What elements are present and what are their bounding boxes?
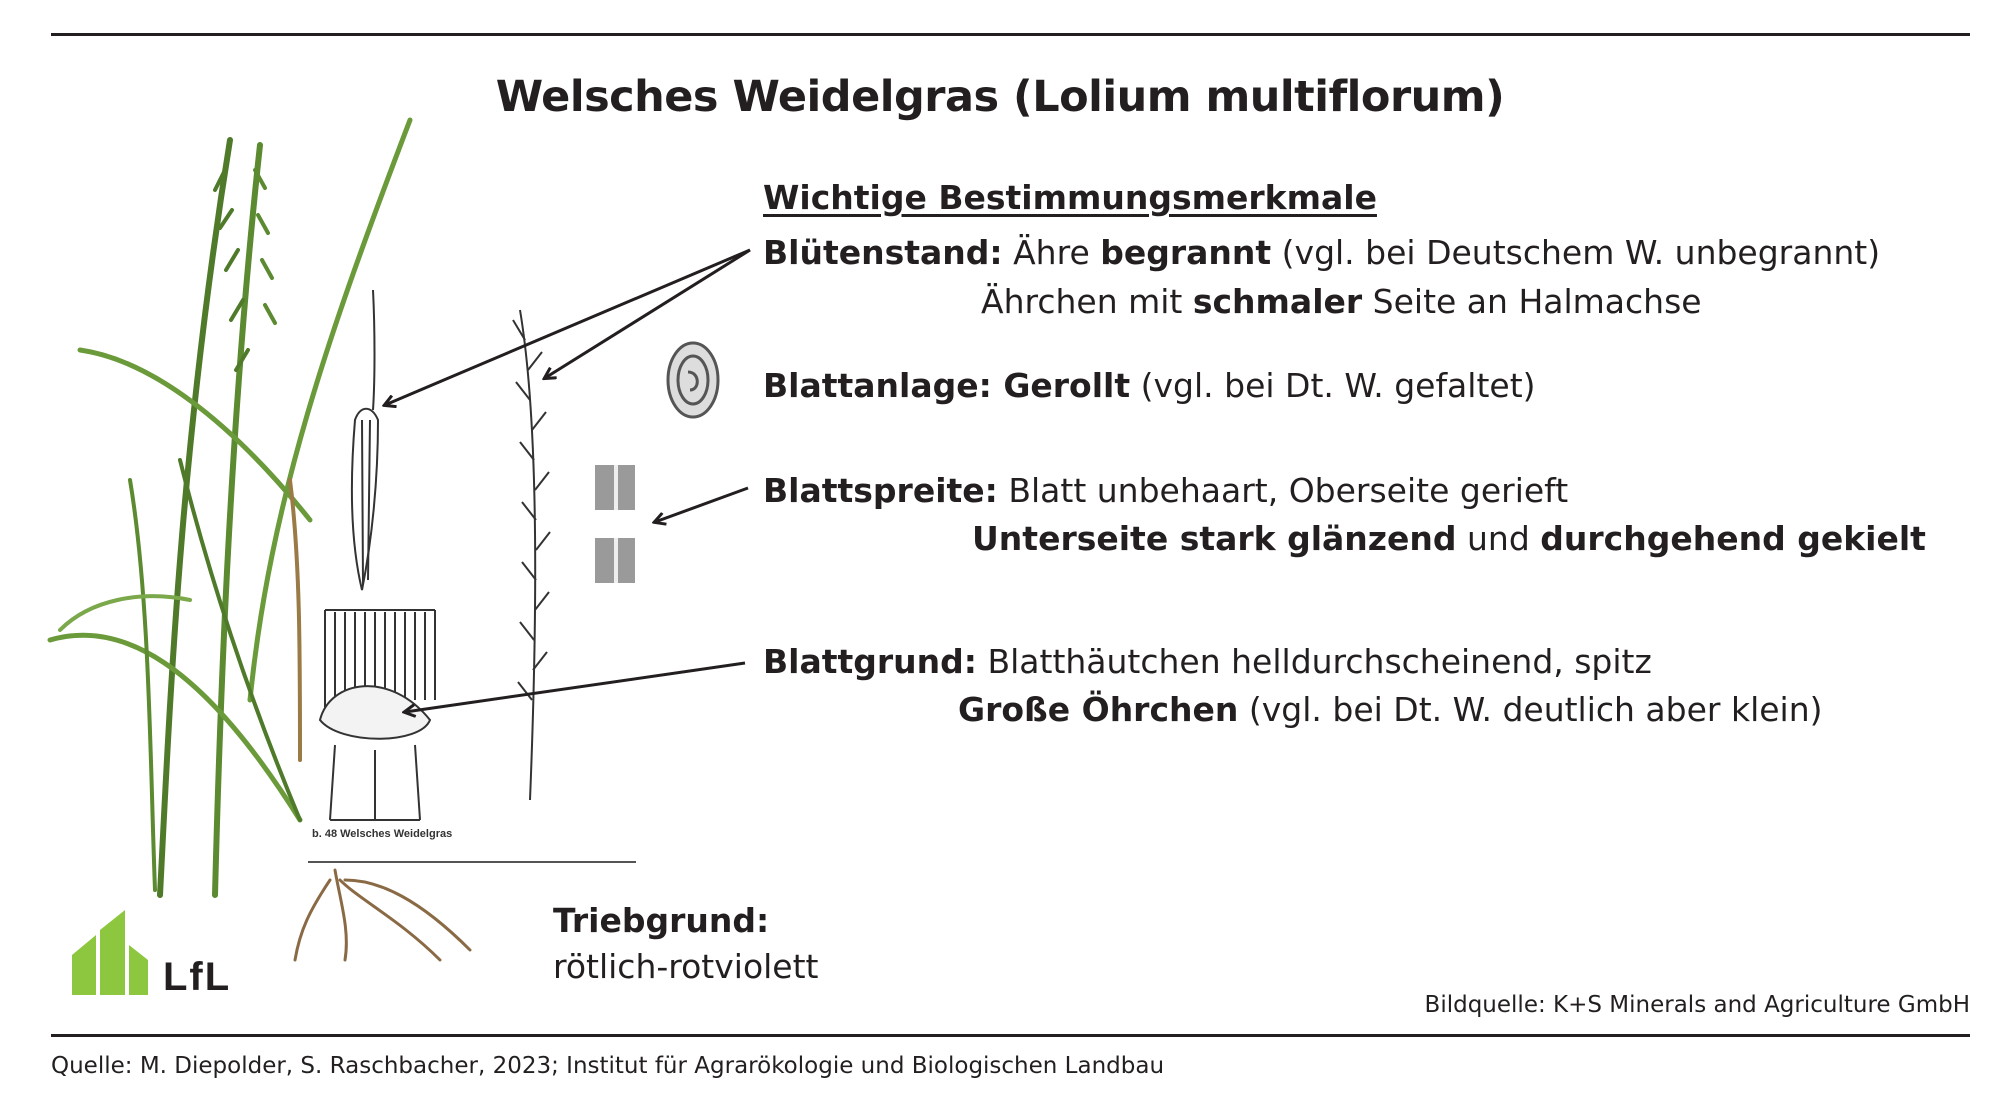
spike-icon [512, 309, 551, 801]
bluetenstand-line-2: Ährchen mit schmaler Seite an Halmachse [981, 282, 1702, 321]
bottom-rule [51, 1034, 1970, 1037]
lfl-logo-icon [72, 910, 148, 995]
blattgrund-label: Blattgrund: [763, 642, 977, 681]
triebgrund-block: Triebgrund: rötlich-rotviolett [553, 898, 818, 990]
bluetenstand-label: Blütenstand: [763, 233, 1003, 272]
blattanlage-label: Blattanlage: [763, 366, 992, 405]
page-title: Welsches Weidelgras (Lolium multiflorum) [495, 72, 1505, 122]
annotation-arrows [385, 248, 751, 712]
grass-plant-icon [47, 117, 472, 962]
lfl-logo-text: LfL [163, 955, 232, 999]
triebgrund-value: rötlich-rotviolett [553, 947, 819, 986]
leaf-base-icon [318, 609, 436, 821]
blattanlage-line: Blattanlage: Gerollt (vgl. bei Dt. W. ge… [763, 366, 1536, 405]
blattspreite-line-1: Blattspreite: Blatt unbehaart, Oberseite… [763, 471, 1569, 510]
blattgrund-line-1: Blattgrund: Blatthäutchen helldurchschei… [763, 642, 1652, 681]
blattspreite-label: Blattspreite: [763, 471, 998, 510]
leaf-blade-icon [595, 465, 635, 583]
blattspreite-line-2: Unterseite stark glänzend und durchgehen… [972, 519, 1926, 558]
triebgrund-label: Triebgrund: [553, 901, 770, 940]
features-heading: Wichtige Bestimmungsmerkmale [763, 178, 1377, 217]
rolled-leaf-icon [666, 341, 720, 419]
figure-caption: b. 48 Welsches Weidelgras [312, 828, 453, 840]
image-source: Bildquelle: K+S Minerals and Agriculture… [1424, 992, 1970, 1018]
source-credit: Quelle: M. Diepolder, S. Raschbacher, 20… [51, 1053, 1165, 1079]
blattgrund-line-2: Große Öhrchen (vgl. bei Dt. W. deutlich … [958, 690, 1823, 729]
figure-baseline [308, 861, 636, 863]
bluetenstand-line-1: Blütenstand: Ähre begrannt (vgl. bei Deu… [763, 233, 1881, 272]
floret-icon [350, 289, 380, 591]
top-rule [51, 33, 1970, 36]
